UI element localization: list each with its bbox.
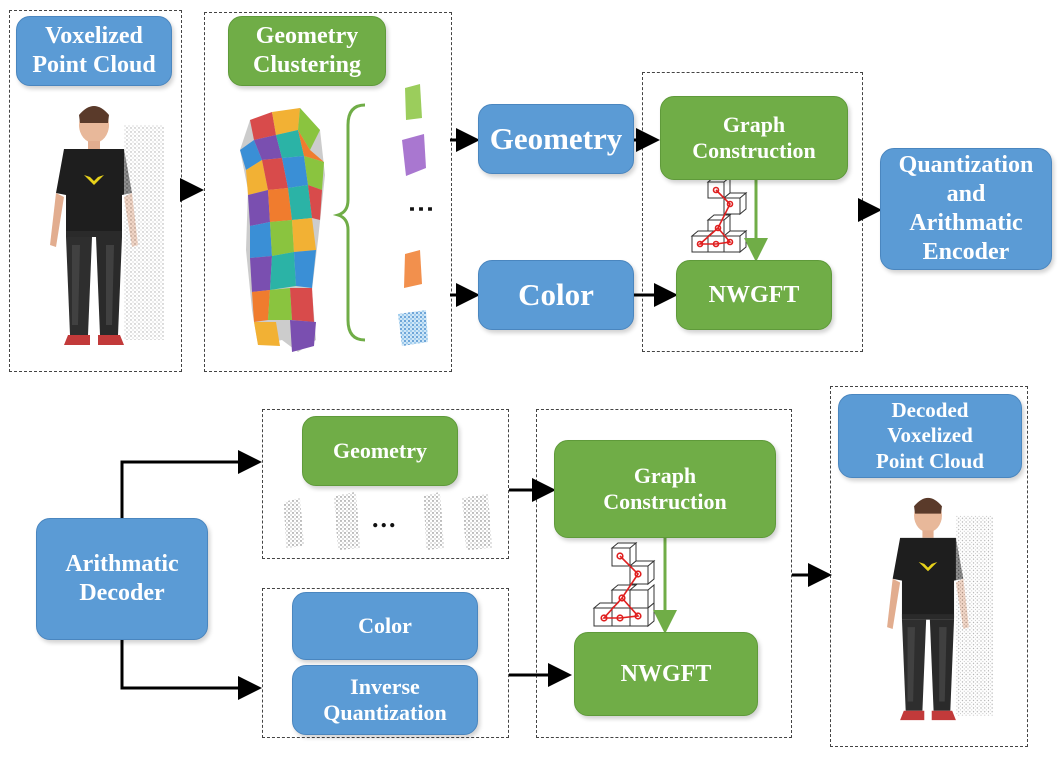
green-arrows: [653, 180, 768, 634]
decoder-nwgft-node: NWGFT: [574, 632, 758, 716]
arithmatic-decoder-node: Arithmatic Decoder: [36, 518, 208, 640]
clustered-point-cloud: [240, 108, 325, 352]
geometry-node: Geometry: [478, 104, 634, 174]
inverse-quantization-node: Inverse Quantization: [292, 665, 478, 735]
inverse-quantization-line2: Quantization: [323, 700, 447, 725]
decoded-line3: Point Cloud: [876, 448, 984, 473]
cluster-brace: [332, 103, 366, 342]
decoded-line1: Decoded: [891, 398, 969, 423]
graph-cube-illustration-top: [690, 175, 748, 254]
decoder-geometry-panel: [262, 409, 509, 559]
decoder-color-node: Color: [292, 592, 478, 660]
graph-cube-illustration-bottom: [592, 541, 656, 628]
graph-construction-node: Graph Construction: [660, 96, 848, 180]
decoder-color-label: Color: [358, 612, 412, 638]
decoded-person-figure: [887, 497, 994, 721]
geometry-clustering-line1: Geometry: [255, 23, 359, 50]
decoder-graph-construction-node: Graph Construction: [554, 440, 776, 538]
quantization-line3: Arithmatic: [909, 210, 1023, 236]
voxelized-line2: Point Cloud: [32, 52, 156, 78]
decoder-graph-construction-line1: Graph: [633, 462, 697, 488]
color-node: Color: [478, 260, 634, 330]
flow-arrows: [120, 128, 882, 700]
input-person-figure: [50, 106, 164, 345]
quantization-line4: Encoder: [922, 238, 1010, 265]
cluster-piece-4: [398, 310, 428, 346]
cluster-ellipsis: ⋮: [407, 196, 436, 224]
geometry-ellipsis: ...: [372, 504, 398, 533]
geometry-clustering-panel: [204, 12, 452, 372]
decoded-line2: Voxelized: [887, 423, 973, 448]
decoder-graph-construction-line2: Construction: [603, 489, 727, 514]
decoder-color-panel: [262, 588, 509, 738]
quantization-line2: and: [946, 181, 986, 208]
voxelized-line1: Voxelized: [45, 23, 143, 50]
graph-construction-line1: Graph: [722, 111, 786, 137]
graph-construction-line2: Construction: [692, 138, 816, 163]
arithmatic-decoder-line2: Decoder: [79, 580, 165, 606]
geometry-clustering-line2: Clustering: [253, 52, 361, 78]
decoder-graph-panel: [536, 409, 792, 738]
quantization-encoder-node: Quantization and Arithmatic Encoder: [880, 148, 1052, 270]
decoder-geometry-label: Geometry: [332, 437, 428, 463]
cluster-piece-3: [404, 250, 422, 288]
voxelized-point-cloud-label: Voxelized Point Cloud: [16, 16, 172, 86]
geometry-node-label: Geometry: [489, 121, 623, 157]
geometry-clustering-label: Geometry Clustering: [228, 16, 386, 86]
decoded-point-cloud-label: Decoded Voxelized Point Cloud: [838, 394, 1022, 478]
arithmatic-decoder-line1: Arithmatic: [65, 551, 179, 578]
nwgft-node: NWGFT: [676, 260, 832, 330]
decoded-geometry-pieces: [284, 492, 492, 550]
cluster-piece-2: [402, 134, 426, 176]
color-node-label: Color: [518, 277, 594, 313]
decoder-geometry-node: Geometry: [302, 416, 458, 486]
inverse-quantization-line1: Inverse: [350, 673, 420, 699]
quantization-line1: Quantization: [898, 152, 1034, 179]
nwgft-label: NWGFT: [708, 281, 800, 308]
cluster-piece-1: [405, 84, 422, 120]
decoder-nwgft-label: NWGFT: [620, 660, 712, 687]
